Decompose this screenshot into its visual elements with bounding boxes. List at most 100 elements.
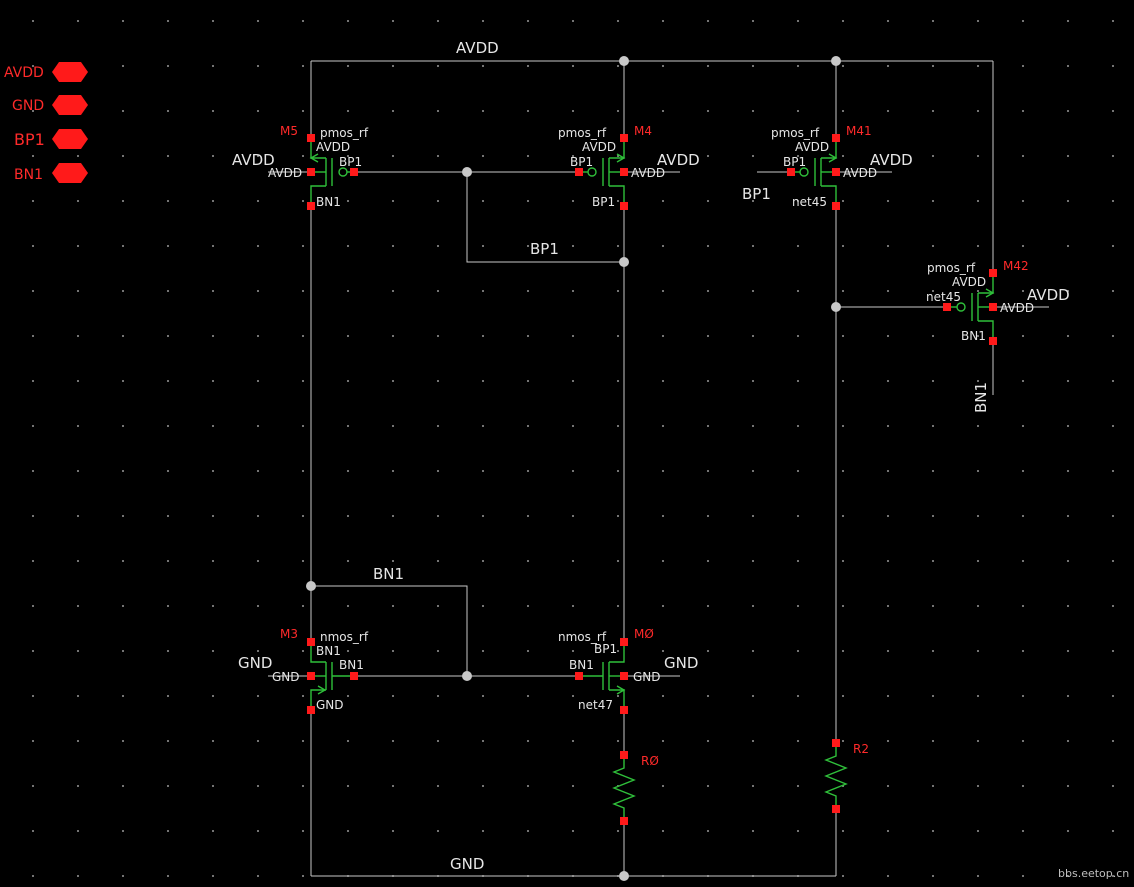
grid-dot	[302, 470, 304, 472]
grid-dot	[977, 245, 979, 247]
grid-dot	[437, 155, 439, 157]
grid-dot	[1022, 695, 1024, 697]
pin-avdd[interactable]: AVDD	[4, 62, 88, 82]
grid-dot	[257, 20, 259, 22]
grid-dot	[977, 515, 979, 517]
grid-dot	[392, 380, 394, 382]
grid-dot	[617, 425, 619, 427]
r2-resistor[interactable]: R2	[824, 739, 869, 813]
grid-dot	[527, 245, 529, 247]
grid-dot	[1067, 515, 1069, 517]
grid-dot	[77, 695, 79, 697]
grid-dot	[752, 155, 754, 157]
grid-dot	[977, 110, 979, 112]
grid-dot	[1112, 425, 1114, 427]
grid-dot	[257, 290, 259, 292]
junction-dot	[619, 871, 629, 881]
grid-dot	[842, 335, 844, 337]
grid-dot	[527, 335, 529, 337]
grid-dot	[77, 650, 79, 652]
m0-b: GND	[633, 670, 661, 684]
m4-transistor[interactable]: M4 pmos_rf AVDD BP1 AVDD BP1 AVDD	[558, 124, 700, 210]
m3-transistor[interactable]: M3 nmos_rf BN1 BN1 GND GND GND	[238, 627, 369, 714]
m0-transistor[interactable]: MØ nmos_rf BP1 BN1 GND net47 GND	[558, 627, 698, 714]
grid-dot	[977, 200, 979, 202]
grid-dot	[167, 335, 169, 337]
grid-dot	[752, 515, 754, 517]
grid-dot	[122, 515, 124, 517]
grid-dot	[347, 425, 349, 427]
r0-instance: RØ	[641, 754, 659, 768]
grid-dot	[122, 605, 124, 607]
m41-s: net45	[792, 195, 827, 209]
grid-dot	[437, 650, 439, 652]
grid-dot	[347, 290, 349, 292]
grid-dot	[437, 740, 439, 742]
grid-dot	[392, 200, 394, 202]
grid-dot	[212, 65, 214, 67]
m5-transistor[interactable]: M5 pmos_rf AVDD BP1 AVDD BN1 AVDD	[232, 124, 369, 210]
grid-dot	[752, 65, 754, 67]
grid-dot	[977, 290, 979, 292]
grid-dot	[257, 875, 259, 877]
grid-dot	[617, 290, 619, 292]
m3-d: BN1	[316, 644, 341, 658]
grid-dot	[932, 380, 934, 382]
grid-dot	[347, 515, 349, 517]
grid-dot	[392, 515, 394, 517]
m41-transistor[interactable]: M41 pmos_rf AVDD BP1 AVDD net45 AVDD BP1	[742, 124, 913, 210]
grid-dot	[527, 380, 529, 382]
grid-dot	[257, 200, 259, 202]
grid-dot	[1112, 515, 1114, 517]
bp1-diode-wire[interactable]	[466, 172, 624, 263]
grid-dot	[527, 155, 529, 157]
grid-dot	[707, 785, 709, 787]
bn1-diode-wire[interactable]	[311, 585, 468, 676]
grid-dot	[167, 740, 169, 742]
pin-bp1[interactable]: BP1	[14, 129, 88, 149]
pin-bn1[interactable]: BN1	[14, 163, 88, 183]
grid-dot	[842, 875, 844, 877]
grid-dot	[842, 290, 844, 292]
grid-dot	[347, 245, 349, 247]
grid-dot	[1112, 695, 1114, 697]
grid-dot	[842, 425, 844, 427]
grid-dot	[932, 740, 934, 742]
m3-g: BN1	[339, 658, 364, 672]
grid-dot	[797, 380, 799, 382]
wires	[268, 60, 1049, 877]
pin-label: AVDD	[4, 65, 44, 81]
grid-dot	[77, 380, 79, 382]
grid-dot	[77, 605, 79, 607]
r0-resistor[interactable]: RØ	[612, 751, 659, 825]
grid-dot	[572, 605, 574, 607]
grid-dot	[887, 65, 889, 67]
grid-dot	[932, 875, 934, 877]
grid-dot	[842, 65, 844, 67]
grid-dot	[617, 200, 619, 202]
grid-dot	[302, 695, 304, 697]
grid-dot	[167, 425, 169, 427]
grid-dot	[977, 830, 979, 832]
grid-dot	[257, 155, 259, 157]
grid-dot	[392, 335, 394, 337]
grid-dot	[257, 65, 259, 67]
grid-dot	[932, 560, 934, 562]
grid-dot	[32, 155, 34, 157]
grid-dot	[797, 740, 799, 742]
m42-transistor[interactable]: M42 pmos_rf AVDD net45 AVDD BN1 AVDD	[926, 259, 1070, 345]
grid-dot	[887, 830, 889, 832]
grid-dot	[932, 200, 934, 202]
grid-dot	[887, 785, 889, 787]
grid-dot	[662, 245, 664, 247]
grid-dot	[527, 200, 529, 202]
grid-dot	[347, 830, 349, 832]
grid-dot	[347, 785, 349, 787]
grid-dot	[1067, 335, 1069, 337]
grid-dot	[347, 605, 349, 607]
grid-dot	[1022, 290, 1024, 292]
grid-dot	[1112, 785, 1114, 787]
pin-gnd[interactable]: GND	[12, 95, 88, 115]
grid-dot	[257, 110, 259, 112]
grid-dot	[122, 830, 124, 832]
